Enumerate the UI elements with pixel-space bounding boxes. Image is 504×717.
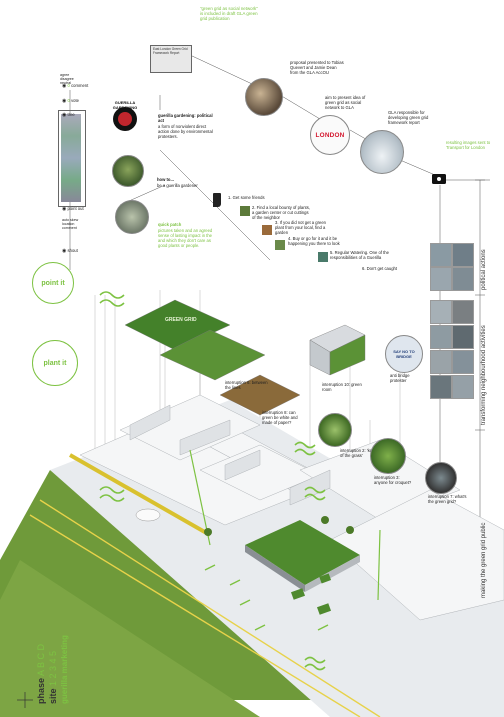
legend-box [58, 110, 86, 207]
street-photo-2 [452, 243, 474, 267]
panel-between-lines [159, 329, 266, 381]
guerilla-logo: GUERILLA GARDENING [105, 100, 145, 140]
publication-caption: East London Green Grid Framework Report [153, 47, 188, 55]
title-marketing: guerilla marketing [60, 635, 69, 704]
interruption-2-photo [318, 413, 352, 447]
street-photo-11 [430, 375, 452, 399]
anti-bridge-photo: SAY NO TO BRIDGE [385, 335, 423, 373]
street-photo-12 [452, 375, 474, 399]
tree-icon [346, 526, 354, 534]
legend-item-comment: ◉ 0 comment [62, 83, 89, 89]
step-5-photo [318, 252, 328, 262]
legend-item-vote: ◉ 0 vote [62, 98, 79, 104]
interruption-8: interruption 8: can green be white and m… [262, 410, 298, 425]
guerilla-desc: a form of nonviolent direct action done … [158, 124, 213, 139]
guerilla-title: guerilla gardening: political act [158, 113, 213, 123]
anti-bridge-label: anti bridge protester [390, 373, 410, 383]
interruption-3-photo [370, 438, 406, 474]
step-2-photo [240, 206, 250, 216]
legend-photo-strip [61, 114, 81, 202]
street-photo-3 [430, 267, 452, 291]
street-photo-9 [430, 350, 452, 374]
panel-grass-text [124, 299, 231, 351]
step-6: 6. Don't get caught [362, 266, 398, 271]
top-quote: "green grid as social network" is includ… [200, 6, 258, 21]
camera-icon [432, 174, 446, 184]
interruption-7-photo [425, 462, 457, 494]
legend-sub: auto skew location comment [62, 218, 79, 230]
tree-icon [204, 528, 212, 536]
boot-icon [213, 193, 221, 207]
panel-grass-label: GREEN GRID [165, 317, 197, 323]
quick-patch-desc: pictures taken and an agreed sense of la… [158, 228, 213, 248]
interruption-7: interruption 7: what's the green grid? [428, 494, 467, 504]
interruption-2: interruption 2: 'keep of the grass' [340, 448, 377, 458]
step-4: 4. Buy or go for it and it be happening … [288, 236, 340, 246]
publication-thumbnail: East London Green Grid Framework Report [150, 45, 192, 73]
step-3-photo [262, 225, 272, 235]
resulting-images: resulting images sent to Transport for L… [446, 140, 491, 150]
side-label-political: political actions [481, 249, 487, 290]
aim-text: aim to present idea of green grid as soc… [325, 95, 366, 110]
howto-title: how to... [157, 177, 174, 182]
hedge [69, 453, 211, 537]
london-logo: LONDON [310, 115, 350, 155]
city-hall-photo [360, 130, 404, 174]
interruption-6: interruption 6: between the lines [225, 380, 268, 390]
side-label-making: making the green grid public [481, 522, 487, 598]
panel-green-room [329, 334, 366, 376]
legend-item-point-out: ◉ point out [62, 206, 84, 212]
plant-it-badge: plant it [32, 340, 78, 386]
proposal-text: proposal presented to Tobias Quevert and… [290, 60, 344, 75]
street-photo-6 [452, 300, 474, 324]
quick-patch-photo [115, 200, 149, 234]
howto-photo [112, 155, 144, 187]
street-photo-7 [430, 325, 452, 349]
step-3: 3. If you did not get a green plant from… [275, 220, 326, 235]
tree-icon [321, 516, 329, 524]
howto-sub: be a guerilla gardener [157, 183, 198, 188]
street-photo-4 [452, 267, 474, 291]
proposal-photo [245, 78, 283, 116]
step-1: 1. Get some friends [228, 195, 265, 200]
legend-item-tree: ◉ tree [62, 112, 75, 118]
gla-text: GLA responsible for developing green gri… [388, 110, 429, 125]
step-2: 2. Find a local bounty of plants, a gard… [252, 205, 310, 220]
legend-item-shout: ◉ shout [62, 248, 78, 254]
title-site: site 1 2 3 4 5 [48, 650, 58, 704]
car [135, 508, 161, 522]
step-5: 5. Regular Watering. One of the responsi… [330, 250, 389, 260]
street-photo-8 [452, 325, 474, 349]
london-label: LONDON [315, 131, 345, 139]
interruption-10: interruption 10: green room [322, 382, 362, 392]
quick-patch-title: quick patch [158, 222, 182, 227]
grid-arrow-marks [99, 291, 326, 671]
central-green-plot [245, 520, 360, 585]
legend-header: agree disagree neutral [60, 73, 74, 85]
crosshair-mark [17, 692, 33, 708]
buildings [79, 394, 504, 621]
street-photo-1 [430, 243, 452, 267]
street-photo-10 [452, 350, 474, 374]
green-lane-marks [204, 564, 329, 631]
title-phase: phase A B C D [36, 643, 46, 704]
street-photo-5 [430, 300, 452, 324]
step-4-photo [275, 240, 285, 250]
panel-paper-green [219, 374, 301, 416]
side-label-transforming: transforming neighbourhood activities [481, 325, 487, 425]
point-it-badge: point it [32, 262, 74, 304]
interruption-3: interruption 3: anyone for croquet? [374, 475, 412, 485]
